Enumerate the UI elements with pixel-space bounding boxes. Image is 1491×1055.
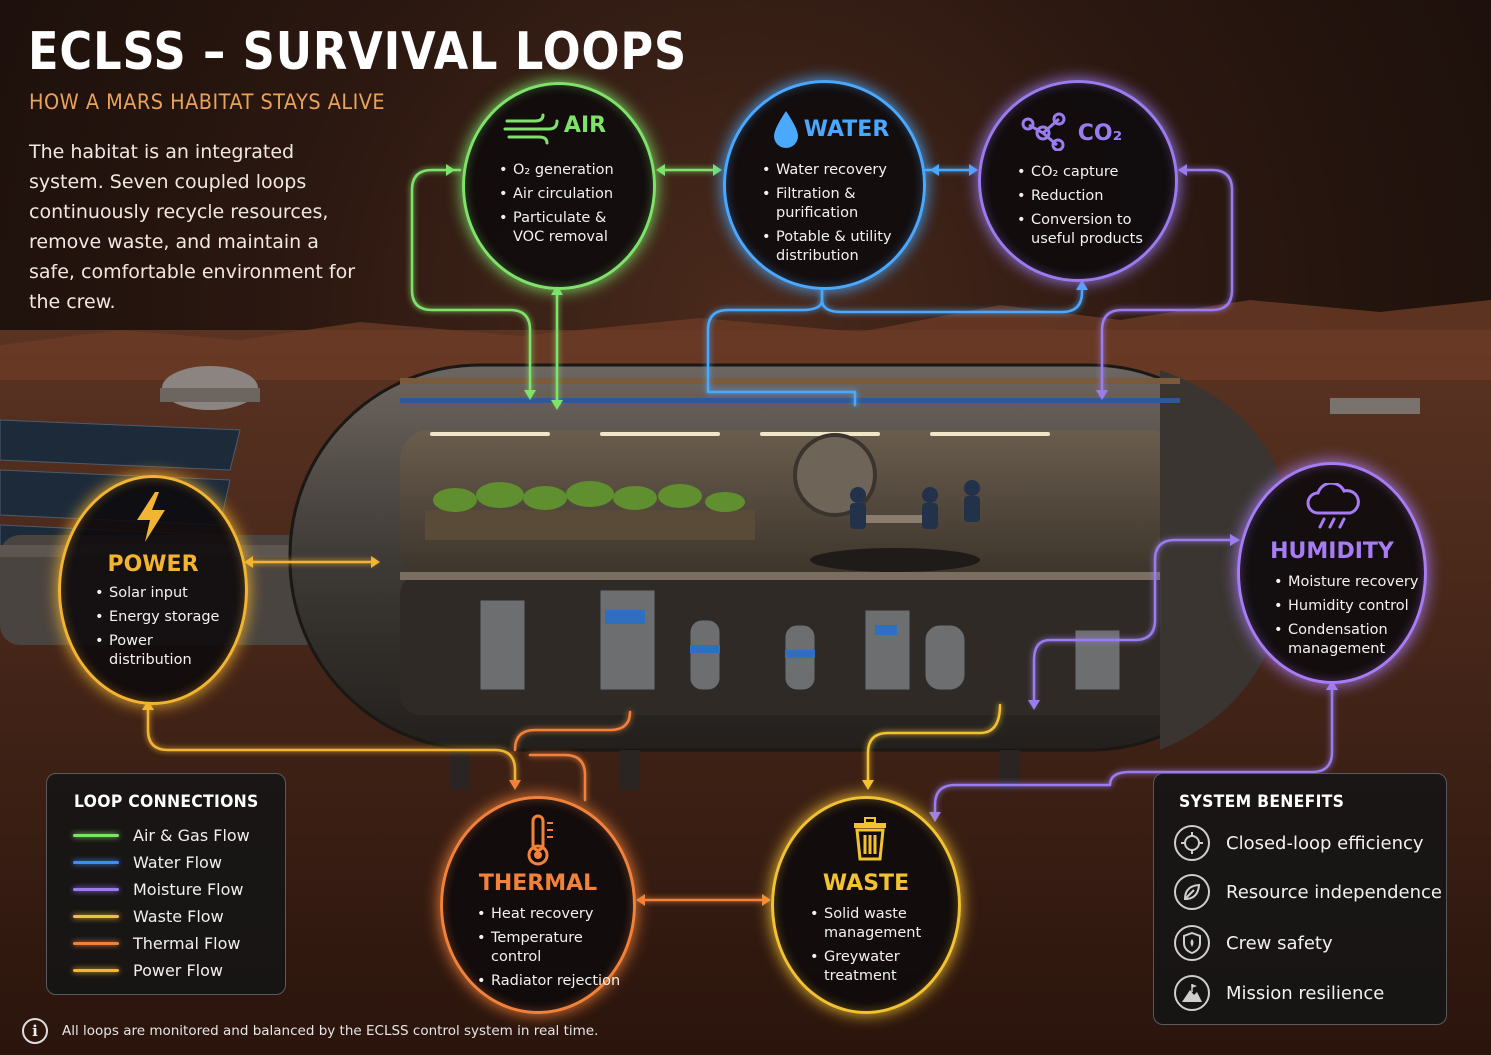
legend-label: Air & Gas Flow — [133, 825, 250, 845]
legend-label: Moisture Flow — [133, 879, 244, 899]
air-flow-line — [410, 168, 532, 397]
info-icon: i — [22, 1018, 48, 1044]
wind-icon — [503, 113, 559, 145]
legend-swatch — [73, 941, 119, 945]
list-item: Heat recovery — [477, 905, 627, 924]
legend-item-thermal: Thermal Flow — [73, 932, 241, 954]
page-subtitle: HOW A MARS HABITAT STAYS ALIVE — [29, 90, 386, 114]
legend-title: LOOP CONNECTIONS — [74, 792, 259, 812]
legend-swatch — [73, 968, 119, 972]
moisture-flow-line — [1100, 168, 1234, 397]
thermal-flow-line — [513, 710, 632, 752]
plant-bed — [425, 510, 755, 540]
water-flow-line — [706, 288, 857, 407]
node-humidity: HUMIDITY Moisture recovery Humidity cont… — [1237, 462, 1427, 684]
node-power-title: POWER — [107, 552, 199, 577]
list-item: Moisture recovery — [1274, 573, 1422, 592]
shield-icon — [1174, 925, 1210, 961]
node-humidity-items: Moisture recovery Humidity control Conde… — [1274, 573, 1422, 664]
list-item: Radiator rejection — [477, 972, 627, 991]
list-item: CO₂ capture — [1017, 163, 1165, 182]
system-benefits-panel: SYSTEM BENEFITS Closed-loop efficiency R… — [1153, 773, 1447, 1025]
node-power: POWER Solar input Energy storage Power d… — [58, 475, 248, 705]
legend-panel: LOOP CONNECTIONS Air & Gas Flow Water Fl… — [46, 773, 286, 995]
legend-swatch — [73, 833, 119, 837]
rain-cloud-icon — [1306, 483, 1360, 529]
node-waste-items: Solid waste management Greywater treatme… — [810, 905, 950, 991]
water-drop-icon — [774, 111, 798, 148]
node-air-title: AIR — [563, 113, 607, 138]
benefit-label: Mission resilience — [1226, 982, 1385, 1004]
list-item: Condensation management — [1274, 621, 1422, 659]
list-item: Temperature control — [477, 929, 627, 967]
node-thermal-title: THERMAL — [478, 871, 598, 896]
closed-loop-icon — [1174, 825, 1210, 861]
legend-item-waste: Waste Flow — [73, 905, 224, 927]
node-waste: WASTE Solid waste management Greywater t… — [771, 796, 961, 1014]
list-item: Conversion to useful products — [1017, 211, 1165, 249]
benefit-label: Crew safety — [1226, 932, 1333, 954]
node-co2-items: CO₂ capture Reduction Conversion to usef… — [1017, 163, 1165, 254]
list-item: Reduction — [1017, 187, 1165, 206]
legend-item-air-gas: Air & Gas Flow — [73, 824, 250, 846]
footer-note: i All loops are monitored and balanced b… — [22, 1018, 598, 1044]
benefit-closed-loop: Closed-loop efficiency — [1174, 825, 1424, 861]
legend-label: Water Flow — [133, 852, 222, 872]
node-air: AIR O₂ generation Air circulation Partic… — [462, 82, 656, 290]
node-power-items: Solar input Energy storage Power distrib… — [95, 584, 235, 675]
list-item: O₂ generation — [499, 161, 639, 180]
legend-item-power: Power Flow — [73, 959, 223, 981]
mountain-flag-icon — [1174, 975, 1210, 1011]
legend-swatch — [73, 887, 119, 891]
legend-item-water: Water Flow — [73, 851, 222, 873]
legend-swatch — [73, 914, 119, 918]
thermometer-icon — [527, 814, 553, 866]
list-item: Water recovery — [762, 161, 912, 180]
benefit-resource-independence: Resource independence — [1174, 874, 1442, 910]
node-thermal: THERMAL Heat recovery Temperature contro… — [440, 796, 636, 1014]
legend-swatch — [73, 860, 119, 864]
benefits-title: SYSTEM BENEFITS — [1179, 792, 1345, 812]
benefit-mission-resilience: Mission resilience — [1174, 975, 1384, 1011]
list-item: Power distribution — [95, 632, 235, 670]
waste-flow-line — [866, 703, 1002, 787]
legend-item-moisture: Moisture Flow — [73, 878, 243, 900]
benefit-label: Resource independence — [1226, 881, 1442, 903]
list-item: Filtration & purification — [762, 185, 912, 223]
node-water-title: WATER — [803, 117, 890, 142]
node-water: WATER Water recovery Filtration & purifi… — [723, 80, 926, 290]
intro-paragraph: The habitat is an integrated system. Sev… — [29, 141, 356, 313]
node-water-items: Water recovery Filtration & purification… — [762, 161, 912, 271]
list-item: Energy storage — [95, 608, 235, 627]
legend-label: Waste Flow — [133, 906, 224, 926]
hatch-door — [793, 433, 877, 517]
legend-label: Power Flow — [133, 960, 223, 980]
list-item: Humidity control — [1274, 597, 1422, 616]
footer-text: All loops are monitored and balanced by … — [62, 1023, 599, 1039]
list-item: Greywater treatment — [810, 948, 950, 986]
benefit-crew-safety: Crew safety — [1174, 925, 1333, 961]
list-item: Solar input — [95, 584, 235, 603]
flow-arrowheads — [142, 164, 1338, 906]
trash-can-icon — [854, 817, 886, 861]
molecule-icon — [1021, 112, 1066, 151]
list-item: Potable & utility distribution — [762, 228, 912, 266]
node-waste-title: WASTE — [822, 871, 910, 896]
list-item: Solid waste management — [810, 905, 950, 943]
list-item: Air circulation — [499, 185, 639, 204]
hull-end-cap — [1160, 370, 1291, 750]
legend-label: Thermal Flow — [133, 933, 241, 953]
lightning-icon — [137, 492, 165, 542]
node-thermal-items: Heat recovery Temperature control Radiat… — [477, 905, 627, 996]
node-air-items: O₂ generation Air circulation Particulat… — [499, 161, 639, 252]
node-humidity-title: HUMIDITY — [1270, 539, 1394, 564]
benefit-label: Closed-loop efficiency — [1226, 832, 1424, 854]
page-title: ECLSS – SURVIVAL LOOPS — [28, 22, 688, 82]
node-co2-title: CO₂ — [1077, 121, 1123, 146]
list-item: Particulate & VOC removal — [499, 209, 639, 247]
mountains — [0, 300, 1491, 380]
leaf-icon — [1174, 874, 1210, 910]
node-co2: CO₂ CO₂ capture Reduction Conversion to … — [978, 80, 1178, 282]
